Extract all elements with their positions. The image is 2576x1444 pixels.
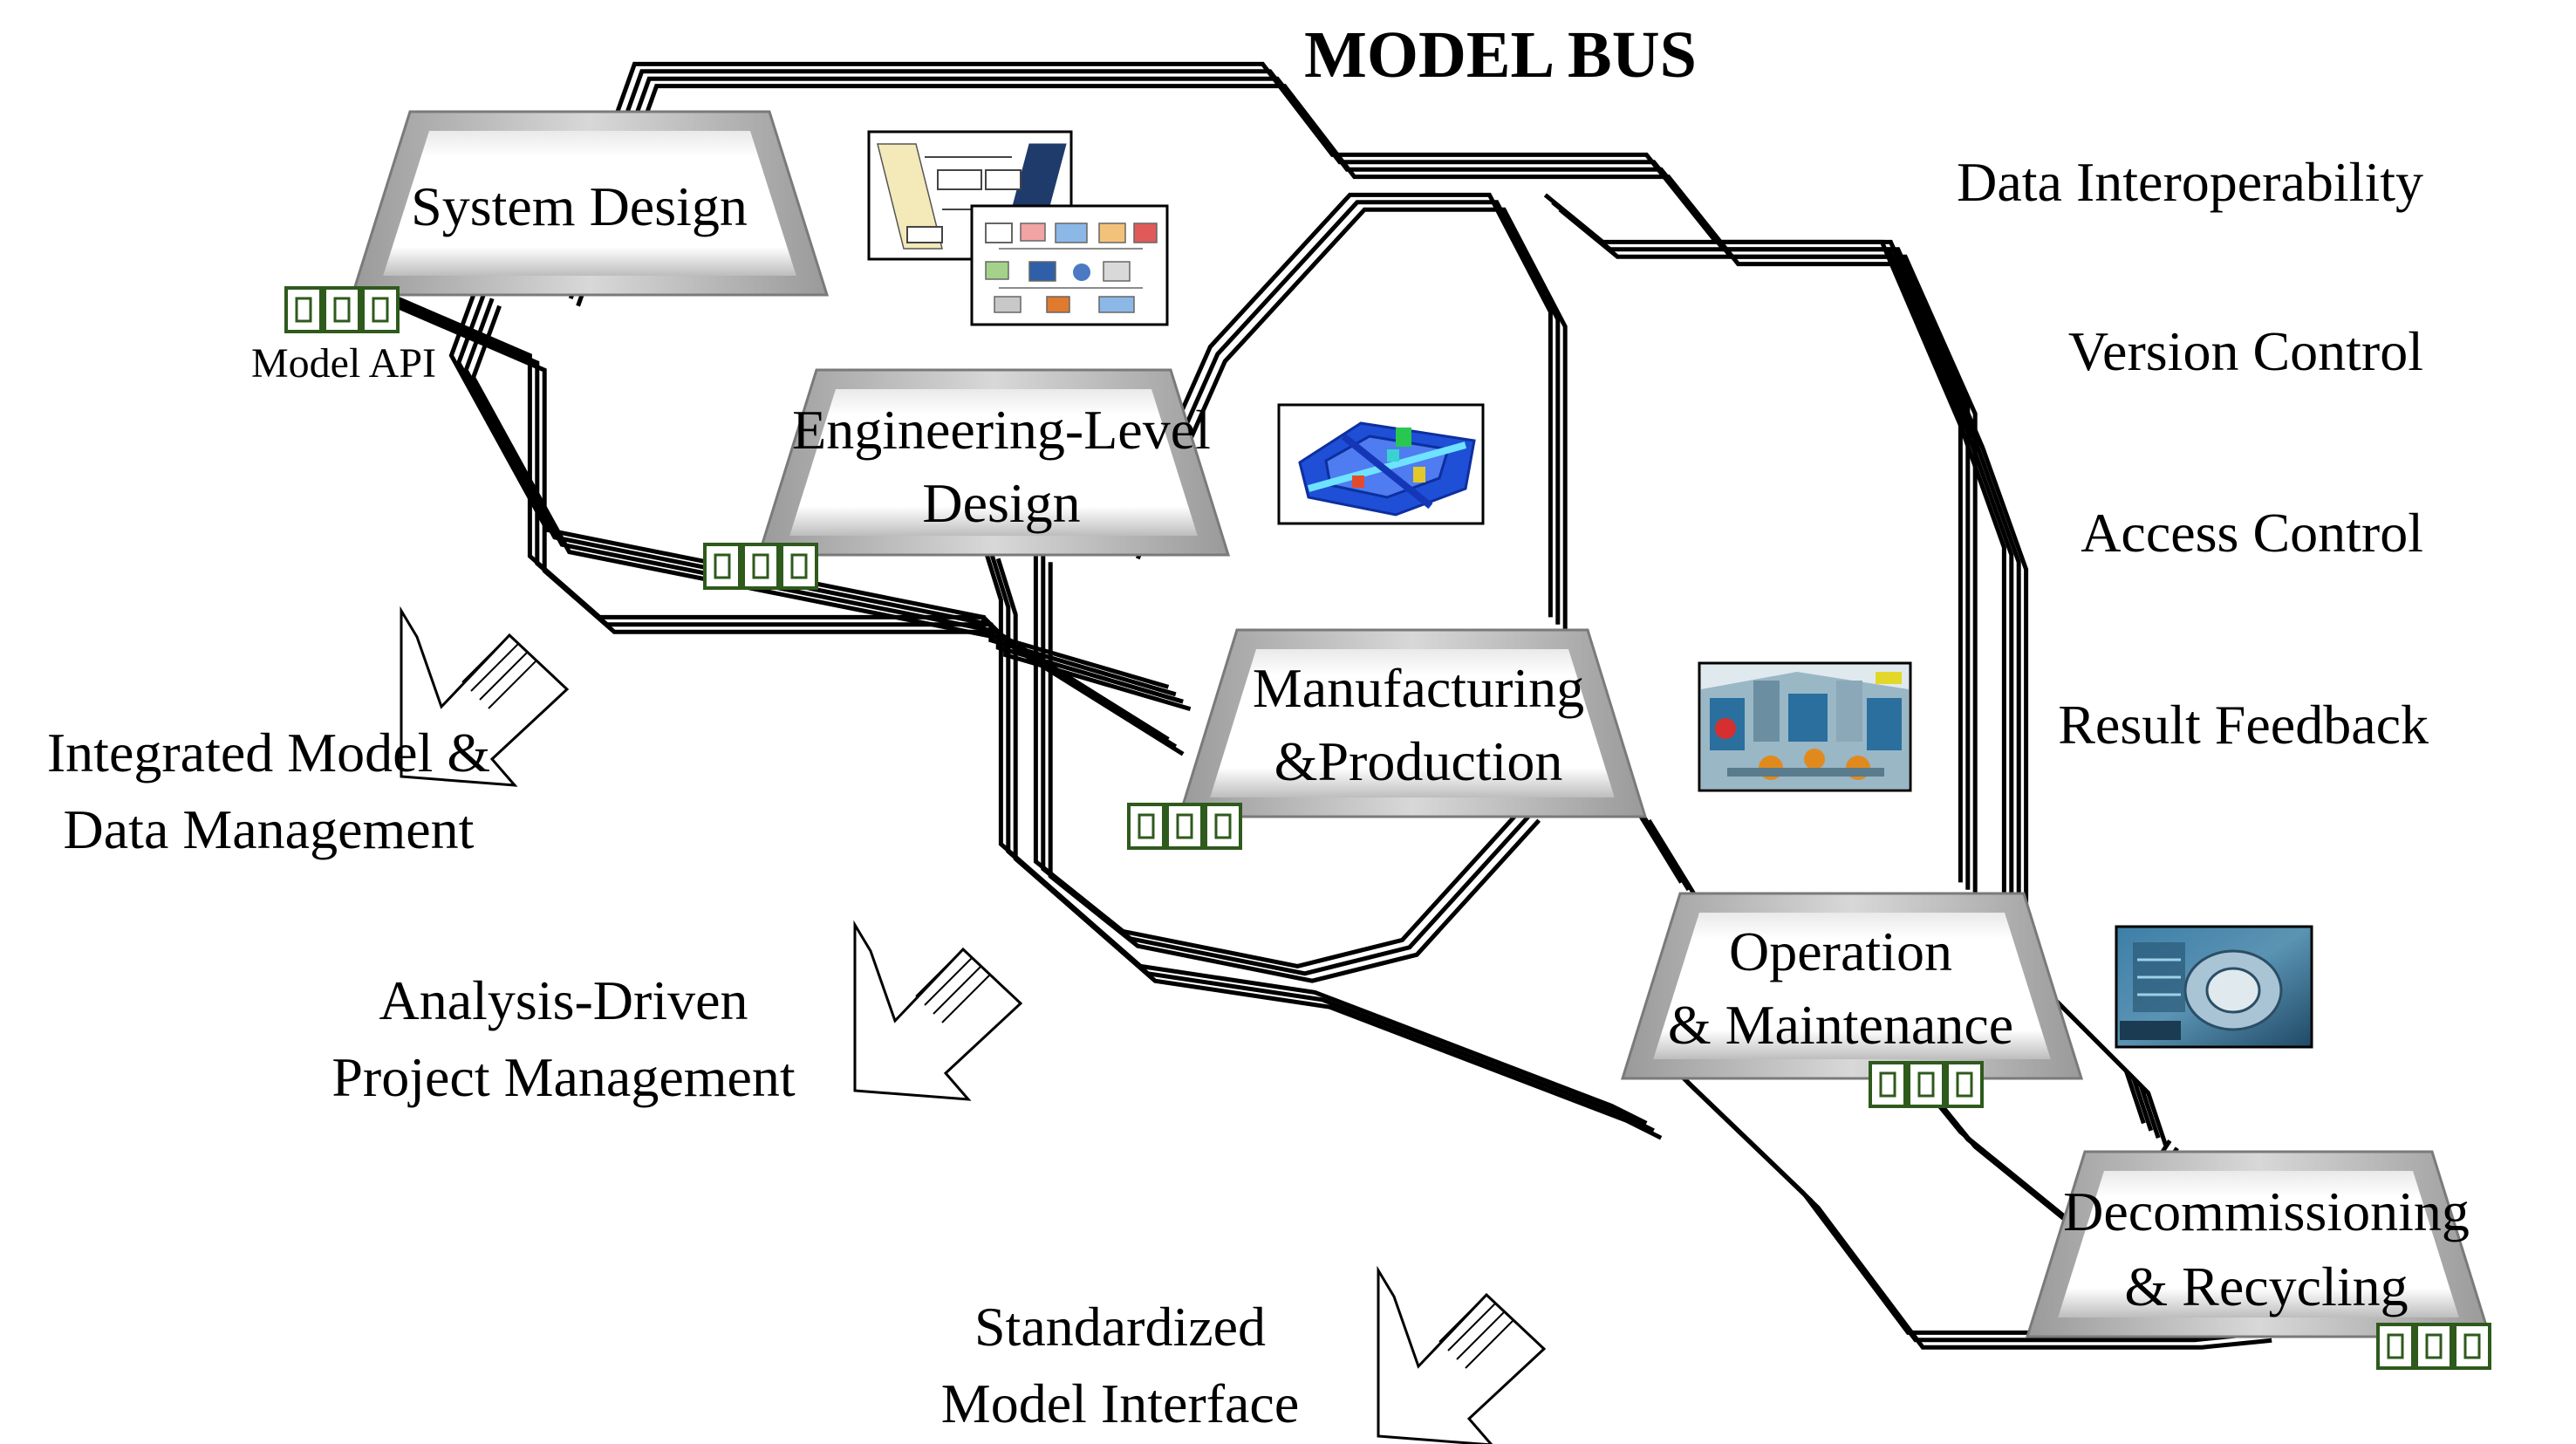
- stage-label-manufacturing-production: &Production: [1274, 730, 1563, 792]
- api-connector-pin-inner: [752, 553, 769, 579]
- arrow-stripe: [933, 966, 981, 1015]
- arrow-stripe: [1456, 1311, 1505, 1360]
- process-diagram-thumbnail: [970, 204, 1169, 326]
- feature-access-control: Access Control: [2081, 502, 2423, 564]
- factory-thumbnail: [1698, 661, 1912, 792]
- api-connector-pin-inner: [1176, 813, 1193, 839]
- arrow-stripe: [488, 660, 536, 709]
- bus-line: [1033, 547, 1527, 968]
- bus-line: [1632, 804, 1684, 884]
- bus-line: [1647, 818, 1698, 899]
- arrow-shape: [853, 920, 1023, 1101]
- bus-line: [1685, 1080, 2272, 1350]
- api-connector-pin-inner: [1138, 813, 1155, 839]
- stage-box-face: [2058, 1171, 2459, 1317]
- bus-lines: [363, 61, 2272, 1350]
- bus-trunk: [981, 543, 1663, 1140]
- api-connector-pin-inner: [714, 553, 731, 579]
- api-connector-pin-inner: [2425, 1333, 2443, 1359]
- bus-line: [995, 558, 1663, 1140]
- bus-line: [1558, 208, 1978, 898]
- stage-label-decommissioning-recycling: Decommissioning: [2063, 1181, 2470, 1242]
- api-connector-pin-inner: [1917, 1071, 1935, 1098]
- api-connector-icon: [1869, 1061, 1984, 1108]
- stage-box-manufacturing-production: [1177, 628, 1648, 818]
- stage-box-operation-maintenance: [1620, 892, 2084, 1080]
- principle-integrated-model-line1: Integrated Model &: [47, 722, 490, 784]
- feature-data-interoperability: Data Interoperability: [1957, 151, 2423, 213]
- arrow-stripe: [461, 634, 510, 683]
- stage-label-decommissioning-recycling: & Recycling: [2124, 1256, 2408, 1317]
- arrow-shape: [1377, 1265, 1547, 1444]
- hollow-arrow-icon: [853, 920, 1023, 1101]
- bus-trunk: [1632, 804, 1698, 899]
- api-connector-pin-inner: [372, 297, 389, 323]
- bus-line: [1048, 562, 1541, 983]
- arrow-stripe: [941, 975, 990, 1023]
- arrow-stripe: [470, 643, 519, 692]
- stage-box-face: [1210, 649, 1615, 797]
- feature-result-feedback: Result Feedback: [2058, 694, 2429, 756]
- stage-box-decommissioning-recycling: [2025, 1150, 2492, 1338]
- fem-model-thumbnail: [1277, 403, 1485, 525]
- api-label: Model API: [251, 340, 436, 387]
- arrow-stripe: [915, 948, 964, 997]
- api-connector-pin-inner: [1879, 1071, 1896, 1098]
- bus-line: [1639, 811, 1691, 892]
- bus-trunk: [1543, 193, 1978, 898]
- api-connector-icon: [703, 543, 818, 590]
- api-connector-pin: [780, 543, 818, 590]
- stage-box-system-design: [350, 110, 830, 297]
- bus-trunk: [1033, 547, 1541, 983]
- page-title: MODEL BUS: [1304, 18, 1697, 92]
- api-connector-icon: [2376, 1323, 2491, 1370]
- arrow-stripe: [1447, 1303, 1496, 1352]
- arrow-stripe: [924, 957, 973, 1006]
- principle-analysis-driven-line2: Project Management: [331, 1046, 796, 1108]
- stage-label-system-design: System Design: [411, 175, 748, 237]
- principle-analysis-driven-line1: Analysis-Driven: [379, 969, 748, 1031]
- engine-thumbnail: [2115, 925, 2313, 1049]
- bus-line: [1041, 554, 1534, 976]
- bus-trunk: [1121, 192, 1568, 633]
- arrow-stripe: [479, 652, 528, 701]
- api-connector-pin: [741, 543, 780, 590]
- stage-label-operation-maintenance: & Maintenance: [1668, 994, 2013, 1056]
- stage-label-manufacturing-production: Manufacturing: [1253, 657, 1584, 719]
- bus-line: [1128, 200, 1561, 625]
- api-connector-pin-inner: [1956, 1071, 1973, 1098]
- api-connector-pin: [1869, 1061, 1907, 1108]
- api-connector-pin-inner: [1214, 813, 1232, 839]
- arrow-stripe: [1465, 1320, 1513, 1369]
- api-connector-pin-inner: [790, 553, 808, 579]
- stage-box-face: [789, 389, 1198, 536]
- api-connector-pin-inner: [2463, 1333, 2481, 1359]
- stage-box-face: [383, 131, 796, 276]
- api-connector-icon: [1127, 803, 1242, 850]
- api-connector-pin-inner: [333, 297, 351, 323]
- stage-label-engineering-level-design: Engineering-Level: [792, 399, 1211, 461]
- bus-line: [1121, 192, 1553, 618]
- stage-label-operation-maintenance: Operation: [1729, 920, 1952, 982]
- api-connector-icon: [284, 286, 400, 333]
- principle-standardized-line1: Standardized: [974, 1296, 1266, 1358]
- hollow-arrow-icon: [400, 606, 570, 787]
- stage-label-engineering-level-design: Design: [922, 472, 1080, 534]
- api-connector-pin: [703, 543, 741, 590]
- arrow-stripe: [1438, 1294, 1487, 1343]
- principle-list: Integrated Model & Data Management Analy…: [47, 722, 1299, 1434]
- principle-integrated-model-line2: Data Management: [64, 798, 475, 860]
- stage-box-engineering-level-design: [756, 368, 1231, 557]
- api-connector-pin-inner: [2387, 1333, 2404, 1359]
- hollow-arrow-icon: [1377, 1265, 1547, 1444]
- feature-list: Data Interoperability Version Control Ac…: [1957, 151, 2429, 756]
- principle-standardized-line2: Model Interface: [941, 1372, 1299, 1434]
- bus-line: [1135, 207, 1568, 633]
- api-connector-pin-inner: [295, 297, 312, 323]
- feature-version-control: Version Control: [2068, 320, 2423, 382]
- stage-box-face: [1653, 913, 2051, 1059]
